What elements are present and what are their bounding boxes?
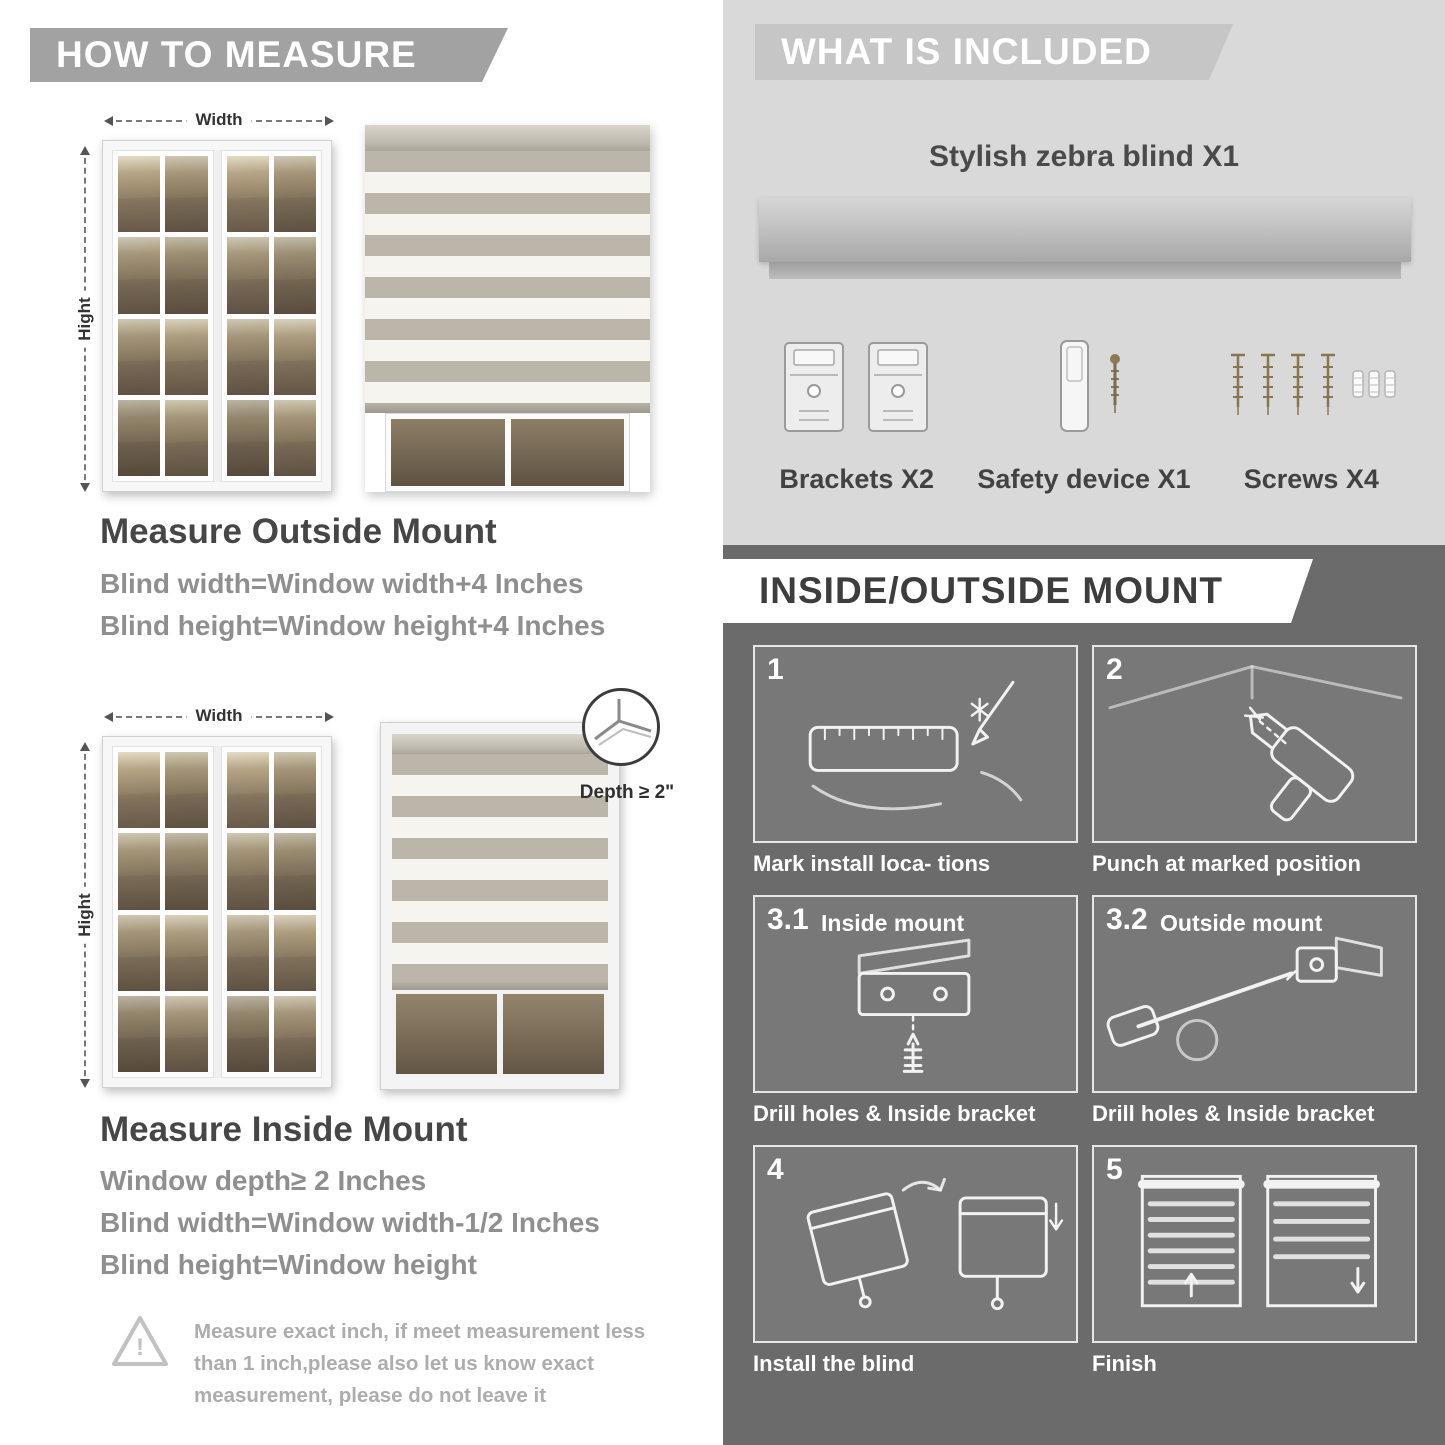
finished-blinds-illustration xyxy=(1137,1174,1380,1308)
height-label: Hight xyxy=(75,290,95,348)
width-arrow: Width xyxy=(104,110,334,130)
window-sash xyxy=(220,150,322,482)
inside-mount-line-1: Window depth≥ 2 Inches xyxy=(100,1165,427,1196)
step-number: 5 xyxy=(1106,1153,1123,1186)
step-caption: Mark install loca- tions xyxy=(753,851,991,876)
depth-label: Depth ≥ 2" xyxy=(579,782,675,803)
depth-magnifier xyxy=(582,688,660,766)
outside-mount-line-1: Blind width=Window width+4 Inches xyxy=(100,568,584,599)
width-arrow: Width xyxy=(104,706,334,726)
frame-corner-detail-icon xyxy=(594,699,652,746)
screws-label: Screws X4 xyxy=(1243,464,1379,494)
step-inline-label: Inside mount xyxy=(821,910,965,936)
warning-triangle-icon: ! xyxy=(108,1312,172,1372)
mount-step-4: 4 xyxy=(753,1145,1078,1377)
step-number: 2 xyxy=(1106,653,1123,686)
safety-device-icon xyxy=(1009,318,1159,458)
outside-mount-line-2: Blind height=Window height+4 Inches xyxy=(100,610,606,641)
mount-steps-grid: 1 Mark install loca- xyxy=(753,645,1417,1377)
blind-bottom-rail xyxy=(365,403,650,413)
included-item-screws: Screws X4 xyxy=(1198,318,1425,495)
install-blind-illustration xyxy=(806,1177,1064,1311)
blind-stripes xyxy=(365,151,650,403)
width-label: Width xyxy=(186,110,252,130)
step-caption: Drill holes & Inside bracket xyxy=(753,1101,1036,1126)
zebra-blind-cassette-illustration xyxy=(759,198,1411,279)
step-panel: 2 xyxy=(1092,645,1417,843)
step-caption: Punch at marked position xyxy=(1092,851,1361,876)
drill-illustration xyxy=(1108,665,1403,822)
blind-stripes xyxy=(392,754,608,982)
what-is-included-section: WHAT IS INCLUDED Stylish zebra blind X1 xyxy=(723,0,1445,545)
blind-cassette xyxy=(365,125,650,151)
product-title: Stylish zebra blind X1 xyxy=(928,140,1240,173)
mount-step-2: 2 xyxy=(1092,645,1417,877)
window-sash xyxy=(112,746,214,1078)
mount-step-3-2: 3.2 Outside mount xyxy=(1092,895,1417,1127)
included-item-brackets: Brackets X2 xyxy=(743,318,970,495)
height-arrow: Hight xyxy=(75,146,95,492)
window-sash xyxy=(220,746,322,1078)
included-items-row: Brackets X2 Safety device X1 xyxy=(743,318,1425,495)
window-illustration xyxy=(102,736,332,1088)
step-panel: 4 xyxy=(753,1145,1078,1343)
outside-mount-title: Measure Outside Mount xyxy=(100,512,497,551)
measure-warning: ! Measure exact inch, if meet measuremen… xyxy=(108,1312,648,1411)
outside-mount-blind-illustration xyxy=(365,125,650,492)
mount-section-header: INSIDE/OUTSIDE MOUNT xyxy=(723,559,1313,623)
height-arrow: Hight xyxy=(75,742,95,1088)
step-number: 3.2 xyxy=(1106,903,1148,936)
step-panel: 5 xyxy=(1092,1145,1417,1343)
inside-bracket-illustration xyxy=(857,938,971,1073)
safety-device-label: Safety device X1 xyxy=(977,464,1191,494)
warning-text: Measure exact inch, if meet measurement … xyxy=(194,1320,646,1407)
blind-bottom-rail xyxy=(392,982,608,990)
how-to-measure-section: HOW TO MEASURE Width Hight xyxy=(0,0,710,1445)
mount-step-5: 5 xyxy=(1092,1145,1417,1377)
height-label: Hight xyxy=(75,886,95,944)
width-label: Width xyxy=(186,706,252,726)
warning-exclamation: ! xyxy=(136,1334,144,1361)
how-to-measure-header: HOW TO MEASURE xyxy=(30,28,508,82)
mount-step-3-1: 3.1 Inside mount xyxy=(753,895,1078,1127)
inside-mount-line-3: Blind height=Window height xyxy=(100,1249,477,1280)
step-panel: 3.2 Outside mount xyxy=(1092,895,1417,1093)
step-panel: 3.1 Inside mount xyxy=(753,895,1078,1093)
what-is-included-header: WHAT IS INCLUDED xyxy=(755,24,1233,80)
step-caption: Finish xyxy=(1092,1351,1157,1376)
step-number: 1 xyxy=(767,653,784,686)
step-number: 4 xyxy=(767,1153,784,1186)
included-item-safety-device: Safety device X1 xyxy=(970,318,1197,495)
step-inline-label: Outside mount xyxy=(1160,910,1323,936)
step-caption: Install the blind xyxy=(753,1351,915,1376)
screws-icon xyxy=(1216,318,1406,458)
window-bottom-strip xyxy=(392,990,608,1078)
inside-mount-line-2: Blind width=Window width-1/2 Inches xyxy=(100,1207,600,1238)
step-panel: 1 xyxy=(753,645,1078,843)
inside-mount-title: Measure Inside Mount xyxy=(100,1110,468,1149)
outside-bracket-illustration xyxy=(1106,936,1383,1062)
inside-mount-blind-illustration xyxy=(380,722,620,1090)
window-bottom-strip xyxy=(385,413,630,492)
right-column: WHAT IS INCLUDED Stylish zebra blind X1 xyxy=(723,0,1445,1445)
inside-outside-mount-section: INSIDE/OUTSIDE MOUNT 1 xyxy=(723,545,1445,1445)
measure-tape-illustration xyxy=(808,680,1023,811)
blind-cassette xyxy=(392,734,608,754)
brackets-icon xyxy=(777,318,937,458)
brackets-label: Brackets X2 xyxy=(779,464,934,494)
step-number: 3.1 xyxy=(767,903,809,936)
window-sash xyxy=(112,150,214,482)
window-illustration xyxy=(102,140,332,492)
step-caption: Drill holes & Inside bracket xyxy=(1092,1101,1375,1126)
mount-step-1: 1 Mark install loca- xyxy=(753,645,1078,877)
